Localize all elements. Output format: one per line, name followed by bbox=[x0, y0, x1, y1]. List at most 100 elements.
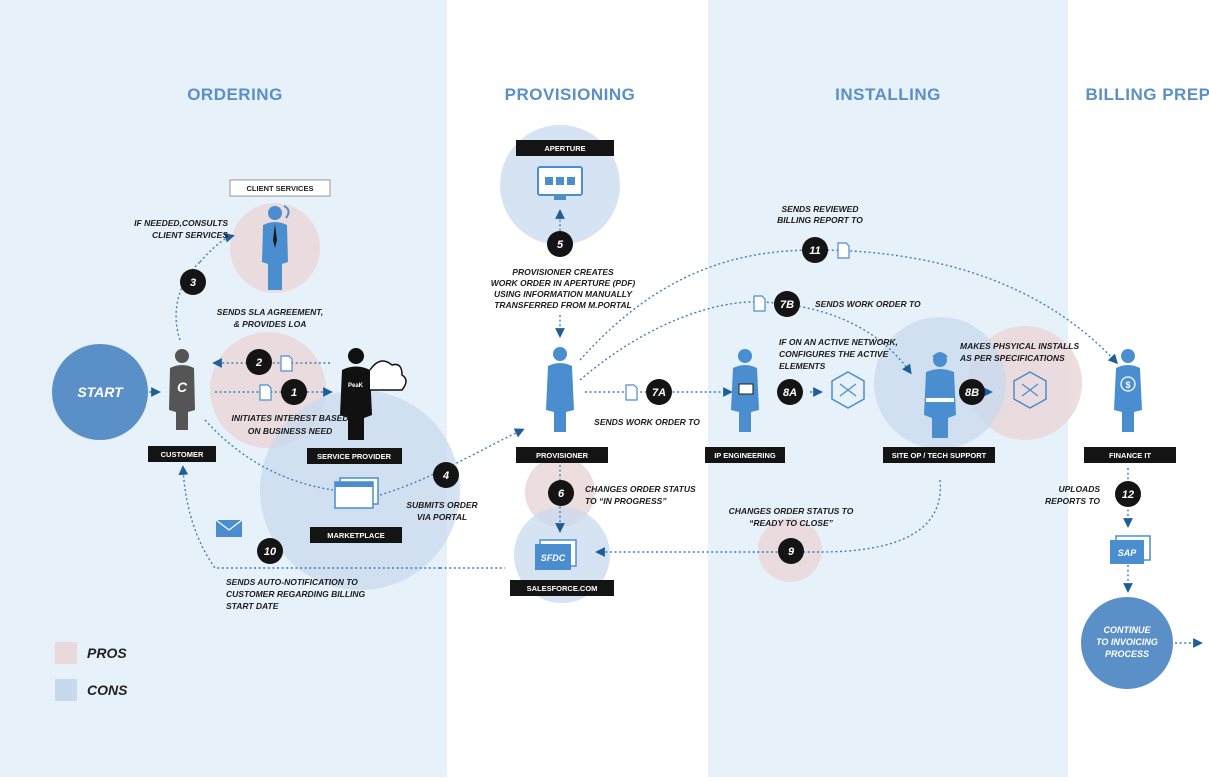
sfdc-icon: SFDC bbox=[535, 539, 577, 570]
note-4-line-1: SUBMITS ORDER bbox=[406, 500, 478, 510]
svg-text:6: 6 bbox=[558, 488, 565, 500]
sfdc-label: SFDC bbox=[541, 553, 566, 563]
legend: PROS CONS bbox=[55, 642, 128, 701]
lane-title-billing: BILLING PREP bbox=[1085, 85, 1209, 104]
note-9-line-2: “READY TO CLOSE” bbox=[749, 518, 834, 528]
step-2 bbox=[246, 349, 272, 375]
network-cube-icon-2 bbox=[1013, 371, 1047, 409]
marketplace-label: MARKETPLACE bbox=[327, 531, 385, 540]
service-provider-figure: PeaK bbox=[340, 348, 407, 440]
provisioner-figure bbox=[546, 347, 574, 432]
svg-text:10: 10 bbox=[264, 546, 277, 558]
legend-cons-label: CONS bbox=[87, 682, 128, 698]
site-op-label: SITE OP / TECH SUPPORT bbox=[892, 451, 987, 460]
note-2-line-2: & PROVIDES LOA bbox=[234, 319, 307, 329]
finance-label: FINANCE IT bbox=[1109, 451, 1152, 460]
lane-title-installing: INSTALLING bbox=[835, 85, 941, 104]
note-3-line-2: CLIENT SERVICES bbox=[152, 230, 228, 240]
service-provider-tag bbox=[307, 448, 402, 464]
marketplace-tag bbox=[310, 527, 402, 543]
step-9 bbox=[778, 538, 804, 564]
step-11 bbox=[802, 237, 828, 263]
note-7b: SENDS WORK ORDER TO bbox=[815, 299, 921, 309]
legend-pros-swatch bbox=[55, 642, 77, 664]
aperture-label: APERTURE bbox=[544, 144, 585, 153]
legend-cons-swatch bbox=[55, 679, 77, 701]
note-5-line-4: TRANSFERRED FROM M.PORTAL bbox=[494, 300, 632, 310]
client-services-figure bbox=[262, 205, 290, 290]
salesforce-tag bbox=[510, 580, 614, 596]
note-5-line-2: WORK ORDER IN APERTURE (PDF) bbox=[491, 278, 636, 288]
step-8a bbox=[777, 379, 803, 405]
note-7a: SENDS WORK ORDER TO bbox=[594, 417, 700, 427]
note-3-line-1: IF NEEDED,CONSULTS bbox=[134, 218, 228, 228]
note-5-line-3: USING INFORMATION MANUALLY bbox=[494, 289, 633, 299]
step-12 bbox=[1115, 481, 1141, 507]
dollar-icon: $ bbox=[1125, 380, 1130, 390]
sap-icon: SAP bbox=[1110, 535, 1151, 564]
lane-title-ordering: ORDERING bbox=[187, 85, 283, 104]
ip-engineer-figure bbox=[731, 349, 759, 432]
legend-pros-label: PROS bbox=[87, 645, 127, 661]
customer-initial: C bbox=[177, 379, 188, 395]
step-5 bbox=[547, 231, 573, 257]
step-8b bbox=[959, 379, 985, 405]
document-icons bbox=[259, 242, 850, 401]
note-6-line-2: TO “IN PROGRESS” bbox=[585, 496, 667, 506]
customer-label: CUSTOMER bbox=[161, 450, 204, 459]
note-9-line-1: CHANGES ORDER STATUS TO bbox=[729, 506, 854, 516]
svg-text:7B: 7B bbox=[780, 299, 794, 311]
step-notes: INITIATES INTEREST BASED ON BUSINESS NEE… bbox=[134, 204, 1100, 611]
note-8a-line-2: CONFIGURES THE ACTIVE bbox=[779, 349, 889, 359]
monitor-icon bbox=[537, 166, 583, 200]
svg-text:9: 9 bbox=[788, 546, 795, 558]
ip-engineering-label: IP ENGINEERING bbox=[714, 451, 776, 460]
note-10-line-3: START DATE bbox=[226, 601, 279, 611]
continue-line-3: PROCESS bbox=[1105, 649, 1149, 659]
continue-node bbox=[1081, 597, 1173, 689]
client-services-label: CLIENT SERVICES bbox=[247, 184, 314, 193]
finance-figure: $ bbox=[1114, 349, 1142, 432]
provisioner-label: PROVISIONER bbox=[536, 451, 589, 460]
finance-tag bbox=[1084, 447, 1176, 463]
note-11-line-2: BILLING REPORT TO bbox=[777, 215, 863, 225]
continue-line-1: CONTINUE bbox=[1104, 625, 1152, 635]
note-5-line-1: PROVISIONER CREATES bbox=[512, 267, 614, 277]
step-3 bbox=[180, 269, 206, 295]
step-1 bbox=[281, 379, 307, 405]
note-1-line-2: ON BUSINESS NEED bbox=[248, 426, 333, 436]
aperture-tag bbox=[516, 140, 614, 156]
svg-text:4: 4 bbox=[442, 470, 449, 482]
step-7a bbox=[646, 379, 672, 405]
start-node bbox=[52, 344, 148, 440]
svg-text:2: 2 bbox=[255, 357, 262, 369]
note-11-line-1: SENDS REVIEWED bbox=[782, 204, 859, 214]
service-provider-label: SERVICE PROVIDER bbox=[317, 452, 392, 461]
continue-line-2: TO INVOICING bbox=[1096, 637, 1158, 647]
svg-text:5: 5 bbox=[557, 239, 564, 251]
step-4 bbox=[433, 462, 459, 488]
note-8b-line-1: MAKES PHSYICAL INSTALLS bbox=[960, 341, 1079, 351]
service-provider-logo: PeaK bbox=[348, 383, 364, 389]
note-8b-line-2: AS PER SPECIFICATIONS bbox=[959, 353, 1065, 363]
customer-figure: C bbox=[169, 349, 195, 430]
note-12-line-2: REPORTS TO bbox=[1045, 496, 1100, 506]
note-2-line-1: SENDS SLA AGREEMENT, bbox=[217, 307, 323, 317]
svg-text:3: 3 bbox=[190, 277, 196, 289]
note-4-line-2: VIA PORTAL bbox=[417, 512, 467, 522]
svg-text:11: 11 bbox=[809, 245, 820, 257]
provisioner-tag bbox=[516, 447, 608, 463]
sap-label: SAP bbox=[1118, 548, 1138, 558]
step-7b bbox=[774, 291, 800, 317]
svg-text:7A: 7A bbox=[652, 387, 666, 399]
svg-text:12: 12 bbox=[1122, 489, 1134, 501]
svg-text:8B: 8B bbox=[965, 387, 979, 399]
site-op-figure bbox=[924, 352, 956, 438]
site-op-tag bbox=[883, 447, 995, 463]
svg-text:1: 1 bbox=[291, 387, 297, 399]
note-10-line-2: CUSTOMER REGARDING BILLING bbox=[226, 589, 366, 599]
svg-text:8A: 8A bbox=[783, 387, 797, 399]
step-10 bbox=[257, 538, 283, 564]
